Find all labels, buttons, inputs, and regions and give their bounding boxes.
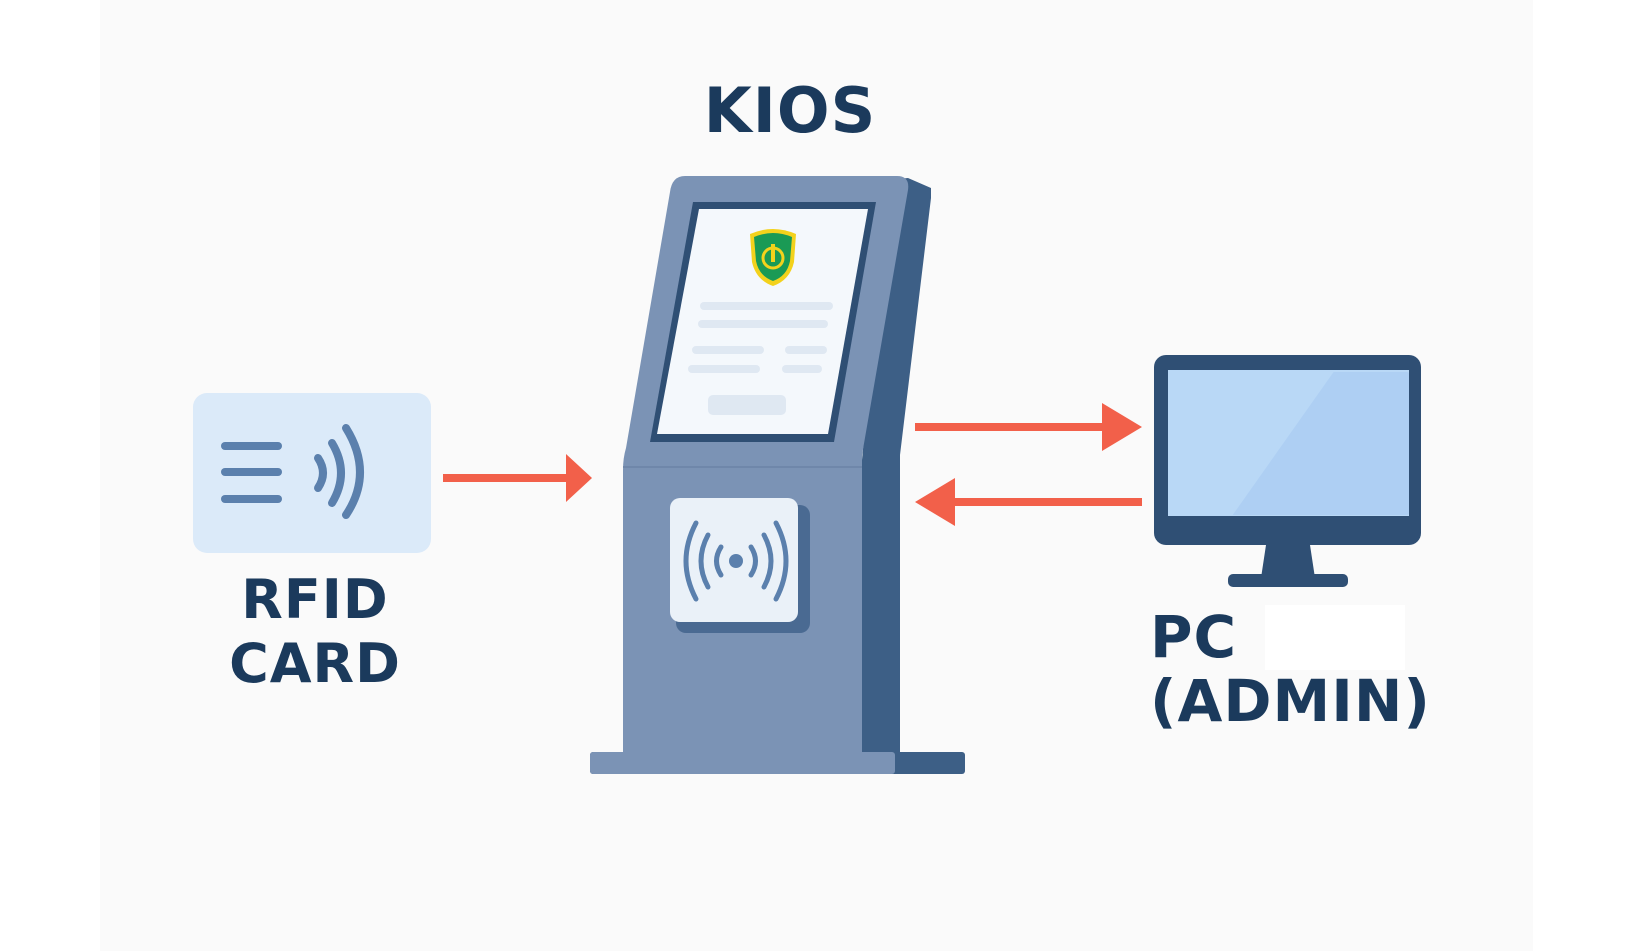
kiosk-icon <box>590 176 965 774</box>
nfc-reader-icon <box>670 498 810 633</box>
rfid-label-line2: CARD <box>229 632 401 695</box>
arrow-card-to-kiosk <box>443 454 592 502</box>
shield-emblem-icon <box>750 229 796 286</box>
arrow-kiosk-to-pc <box>915 403 1142 451</box>
redaction-box <box>1265 605 1405 670</box>
rfid-card-icon <box>193 393 431 553</box>
arrow-pc-to-kiosk <box>915 478 1142 526</box>
pc-label-line1: PC <box>1150 603 1238 671</box>
rfid-label-line1: RFID <box>241 568 389 631</box>
rfid-card-label: RFID CARD <box>225 568 405 696</box>
pc-label-line2: (ADMIN) <box>1150 667 1431 735</box>
pc-admin-label: PC (ADMIN) <box>1150 605 1431 733</box>
monitor-icon <box>1154 355 1421 587</box>
kiosk-title: KIOS <box>703 74 877 147</box>
